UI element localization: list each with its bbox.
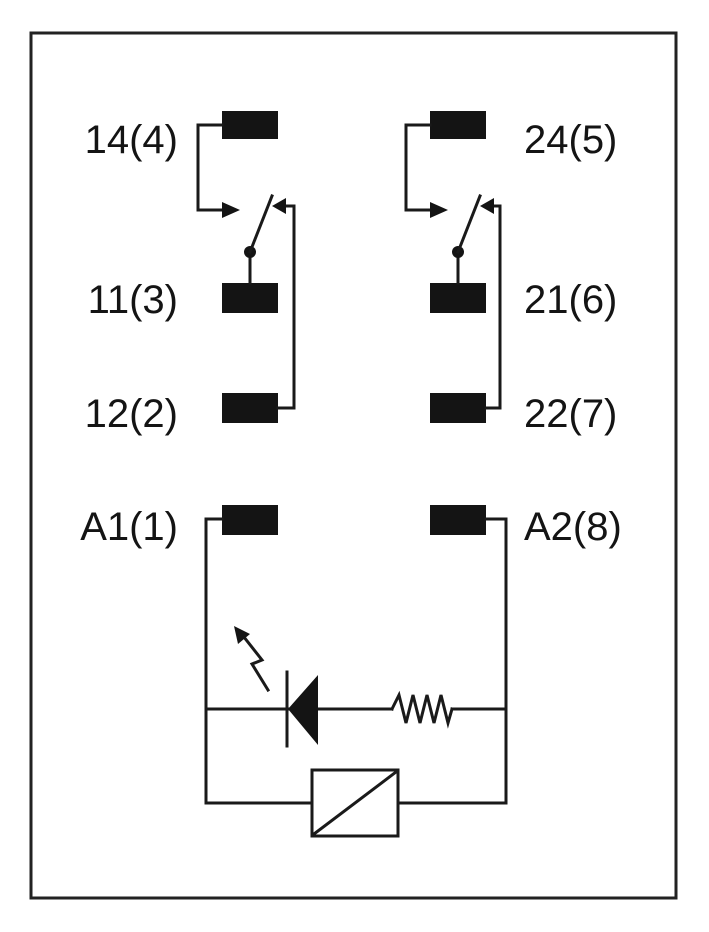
- terminal-labels: 14(4) 11(3) 12(2) A1(1) 24(5) 21(6) 22(7…: [80, 118, 622, 549]
- label-11: 11(3): [88, 278, 178, 322]
- label-22: 22(7): [524, 392, 617, 436]
- pin-14: [222, 111, 278, 139]
- pin-11: [222, 283, 278, 313]
- pin-12: [222, 393, 278, 423]
- pins-right: [430, 111, 486, 535]
- label-a1: A1(1): [80, 505, 178, 549]
- led-diode-icon: [234, 626, 318, 748]
- relay-coil-icon: [310, 768, 400, 838]
- changeover-contact-icon: [196, 123, 296, 410]
- label-14: 14(4): [85, 118, 178, 162]
- label-24: 24(5): [524, 118, 617, 162]
- pins-left: [222, 111, 278, 535]
- diagram-frame: [29, 31, 678, 900]
- pin-22: [430, 393, 486, 423]
- pin-21: [430, 283, 486, 313]
- label-12: 12(2): [85, 392, 178, 436]
- coil-circuit: [204, 517, 508, 805]
- pin-a2: [430, 505, 486, 535]
- pin-24: [430, 111, 486, 139]
- pin-a1: [222, 505, 278, 535]
- label-a2: A2(8): [524, 505, 622, 549]
- resistor-icon: [389, 690, 454, 729]
- label-21: 21(6): [524, 278, 617, 322]
- changeover-contact-icon: [404, 123, 502, 410]
